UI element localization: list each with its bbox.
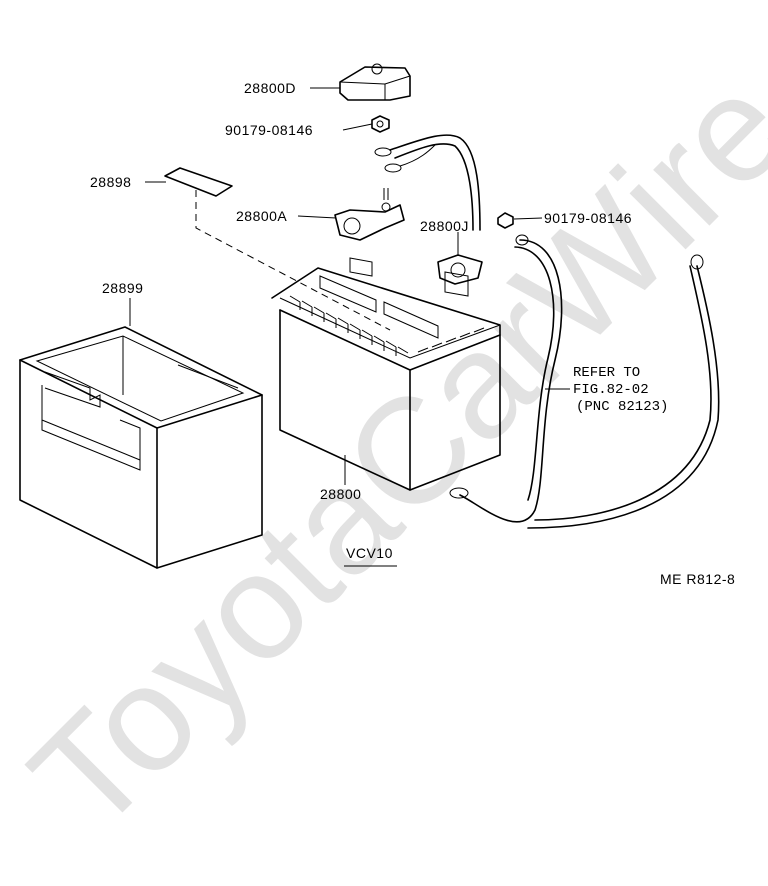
label-model: VCV10 bbox=[346, 545, 393, 561]
label-28800a: 28800A bbox=[236, 208, 287, 224]
terminal-cover bbox=[339, 63, 411, 101]
battery bbox=[271, 257, 501, 491]
label-28898: 28898 bbox=[90, 174, 131, 190]
label-28800: 28800 bbox=[320, 486, 361, 502]
label-nut-right: 90179-08146 bbox=[544, 210, 632, 226]
sticker-28898 bbox=[164, 167, 233, 197]
leader-lines bbox=[129, 87, 570, 567]
nut-right bbox=[497, 212, 514, 229]
positive-cable bbox=[374, 134, 481, 231]
battery-tray bbox=[19, 326, 263, 569]
nut-top bbox=[371, 115, 390, 133]
label-figure-ref: ME R812-8 bbox=[660, 571, 735, 587]
negative-cable bbox=[449, 234, 720, 529]
terminal-clamp-28800a bbox=[334, 188, 405, 241]
label-28800j: 28800J bbox=[420, 218, 469, 234]
label-28800d: 28800D bbox=[244, 80, 296, 96]
label-nut-top: 90179-08146 bbox=[225, 122, 313, 138]
sticker-placement-line bbox=[195, 190, 391, 331]
label-refer-line2: FIG.82-02 bbox=[573, 382, 649, 398]
label-28899: 28899 bbox=[102, 280, 143, 296]
label-refer-line3: (PNC 82123) bbox=[576, 399, 668, 415]
label-refer-line1: REFER TO bbox=[573, 365, 640, 381]
